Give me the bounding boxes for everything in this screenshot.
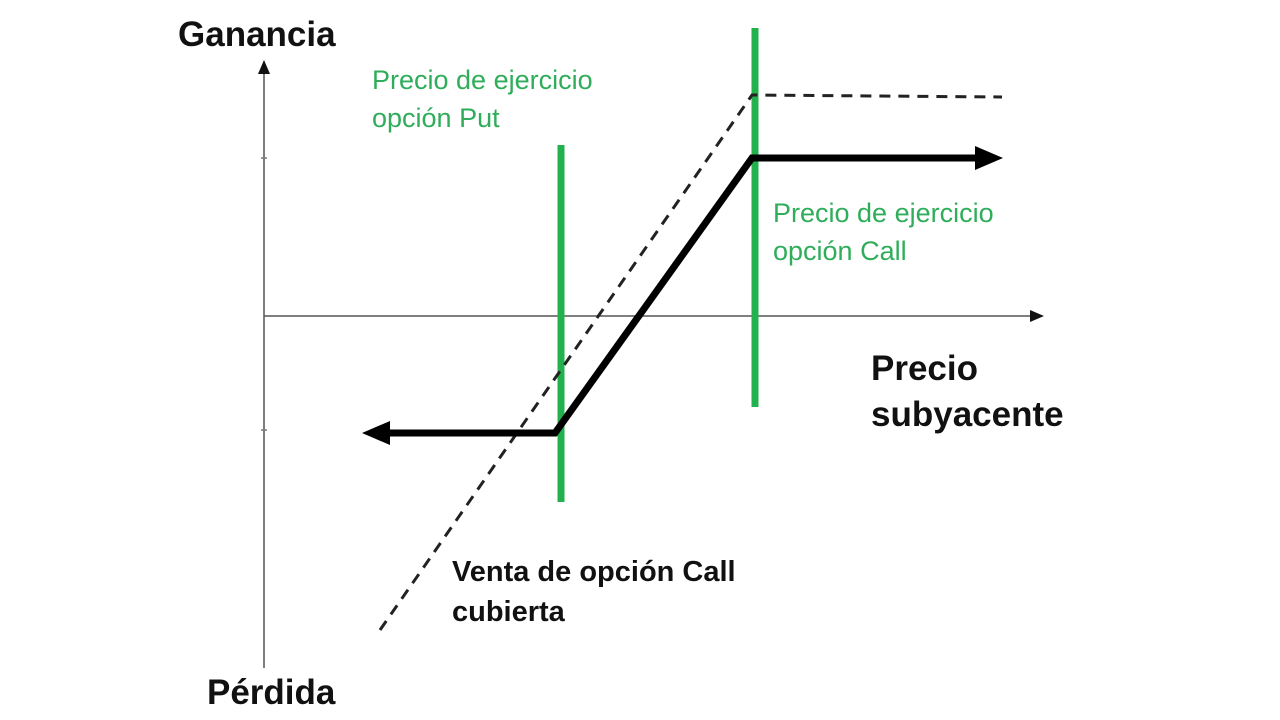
y-axis-bottom-label: Pérdida — [207, 673, 336, 712]
y-axis-arrow-icon — [258, 60, 270, 74]
x-axis — [264, 310, 1044, 322]
covered-call-label: Venta de opción Call cubierta — [452, 552, 736, 632]
covered-call-dashed-line — [378, 93, 1003, 631]
collar-payoff-line — [362, 146, 1003, 445]
x-axis-arrow-icon — [1030, 310, 1044, 322]
call-strike-label-line1: Precio de ejercicio — [773, 198, 994, 228]
covered-call-label-line1: Venta de opción Call — [452, 556, 736, 588]
put-strike-label-line1: Precio de ejercicio — [372, 65, 593, 95]
left-arrow-icon — [362, 421, 390, 445]
put-strike-label: Precio de ejercicio opción Put — [372, 61, 593, 137]
put-strike-label-line2: opción Put — [372, 103, 500, 133]
covered-call-label-line2: cubierta — [452, 596, 565, 628]
y-axis-top-label: Ganancia — [178, 15, 336, 54]
x-axis-label: Precio subyacente — [871, 346, 1064, 438]
call-strike-label: Precio de ejercicio opción Call — [773, 194, 994, 270]
x-axis-label-line1: Precio — [871, 349, 978, 388]
call-strike-label-line2: opción Call — [773, 236, 907, 266]
y-axis — [258, 60, 270, 668]
right-arrow-icon — [975, 146, 1003, 170]
x-axis-label-line2: subyacente — [871, 395, 1064, 434]
